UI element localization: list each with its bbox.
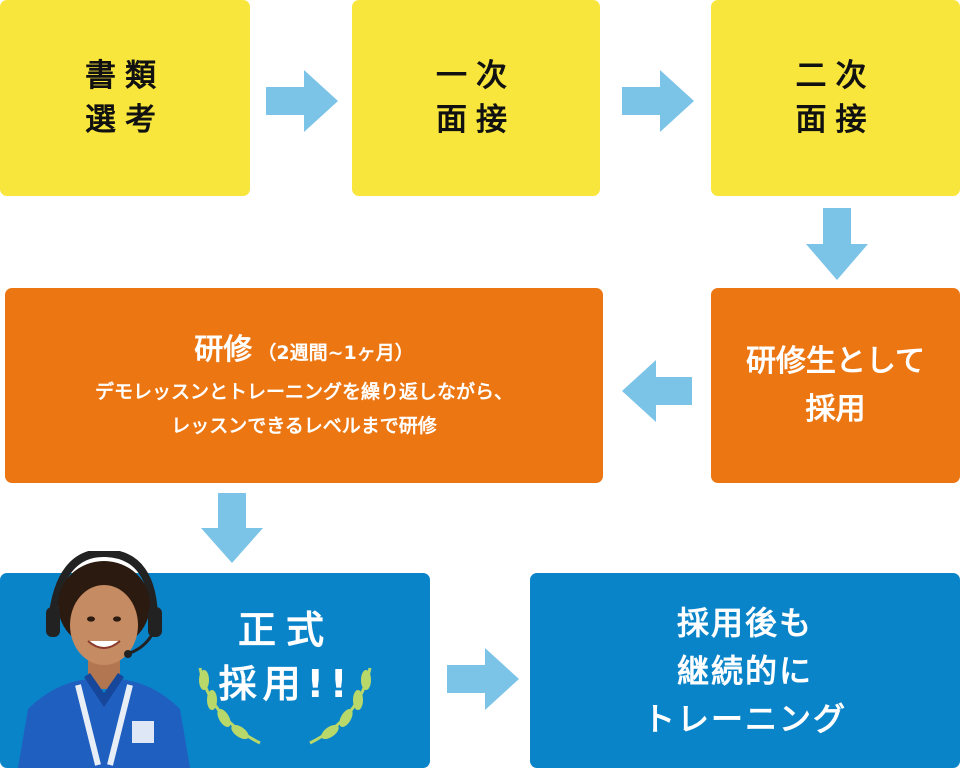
training-heading: 研修 （2週間~1ヶ月） — [194, 329, 413, 369]
training-description-line1: デモレッスンとトレーニングを繰り返しながら、 — [94, 380, 513, 403]
step-label-line1: 採用後も — [676, 603, 813, 642]
step-official-hire: 正式 採用!! — [0, 551, 430, 768]
step-label-line3: トレーニング — [642, 699, 847, 738]
step-label-line1: 書類 — [85, 58, 165, 94]
step-label-line1: 研修生として — [745, 343, 926, 379]
arrow-left-icon — [622, 360, 692, 422]
step-label-line2: 採用!! — [218, 662, 354, 706]
step-second-interview: 二次 面接 — [711, 0, 960, 196]
step-first-interview: 一次 面接 — [352, 0, 600, 196]
step-hired-as-trainee: 研修生として 採用 — [711, 288, 960, 483]
training-title: 研修 — [194, 331, 253, 366]
step-label-line1: 一次 — [436, 58, 516, 94]
trainer-photo — [18, 551, 190, 768]
training-description-line2: レッスンできるレベルまで研修 — [171, 414, 437, 437]
step-label-line1: 正式 — [237, 608, 334, 652]
step-label-line2: 面接 — [436, 102, 516, 138]
training-duration: （2週間~1ヶ月） — [257, 341, 414, 364]
arrow-right-icon — [266, 70, 338, 132]
step-ongoing-training: 採用後も 継続的に トレーニング — [530, 573, 960, 768]
step-label-line2: 面接 — [795, 102, 876, 138]
step-label-line2: 継続的に — [676, 651, 813, 690]
official-hire-label: 正式 採用!! — [196, 603, 376, 711]
step-label-line1: 二次 — [795, 58, 876, 94]
step-label-line2: 採用 — [805, 391, 866, 427]
step-document-screening: 書類 選考 — [0, 0, 250, 196]
step-label-line2: 選考 — [85, 102, 165, 138]
step-training: 研修 （2週間~1ヶ月） デモレッスンとトレーニングを繰り返しながら、 レッスン… — [5, 288, 603, 483]
laurel-icon — [198, 667, 372, 745]
arrow-right-icon — [447, 648, 519, 710]
arrow-right-icon — [622, 70, 694, 132]
arrow-down-icon — [806, 208, 868, 280]
arrow-down-icon — [201, 493, 263, 563]
